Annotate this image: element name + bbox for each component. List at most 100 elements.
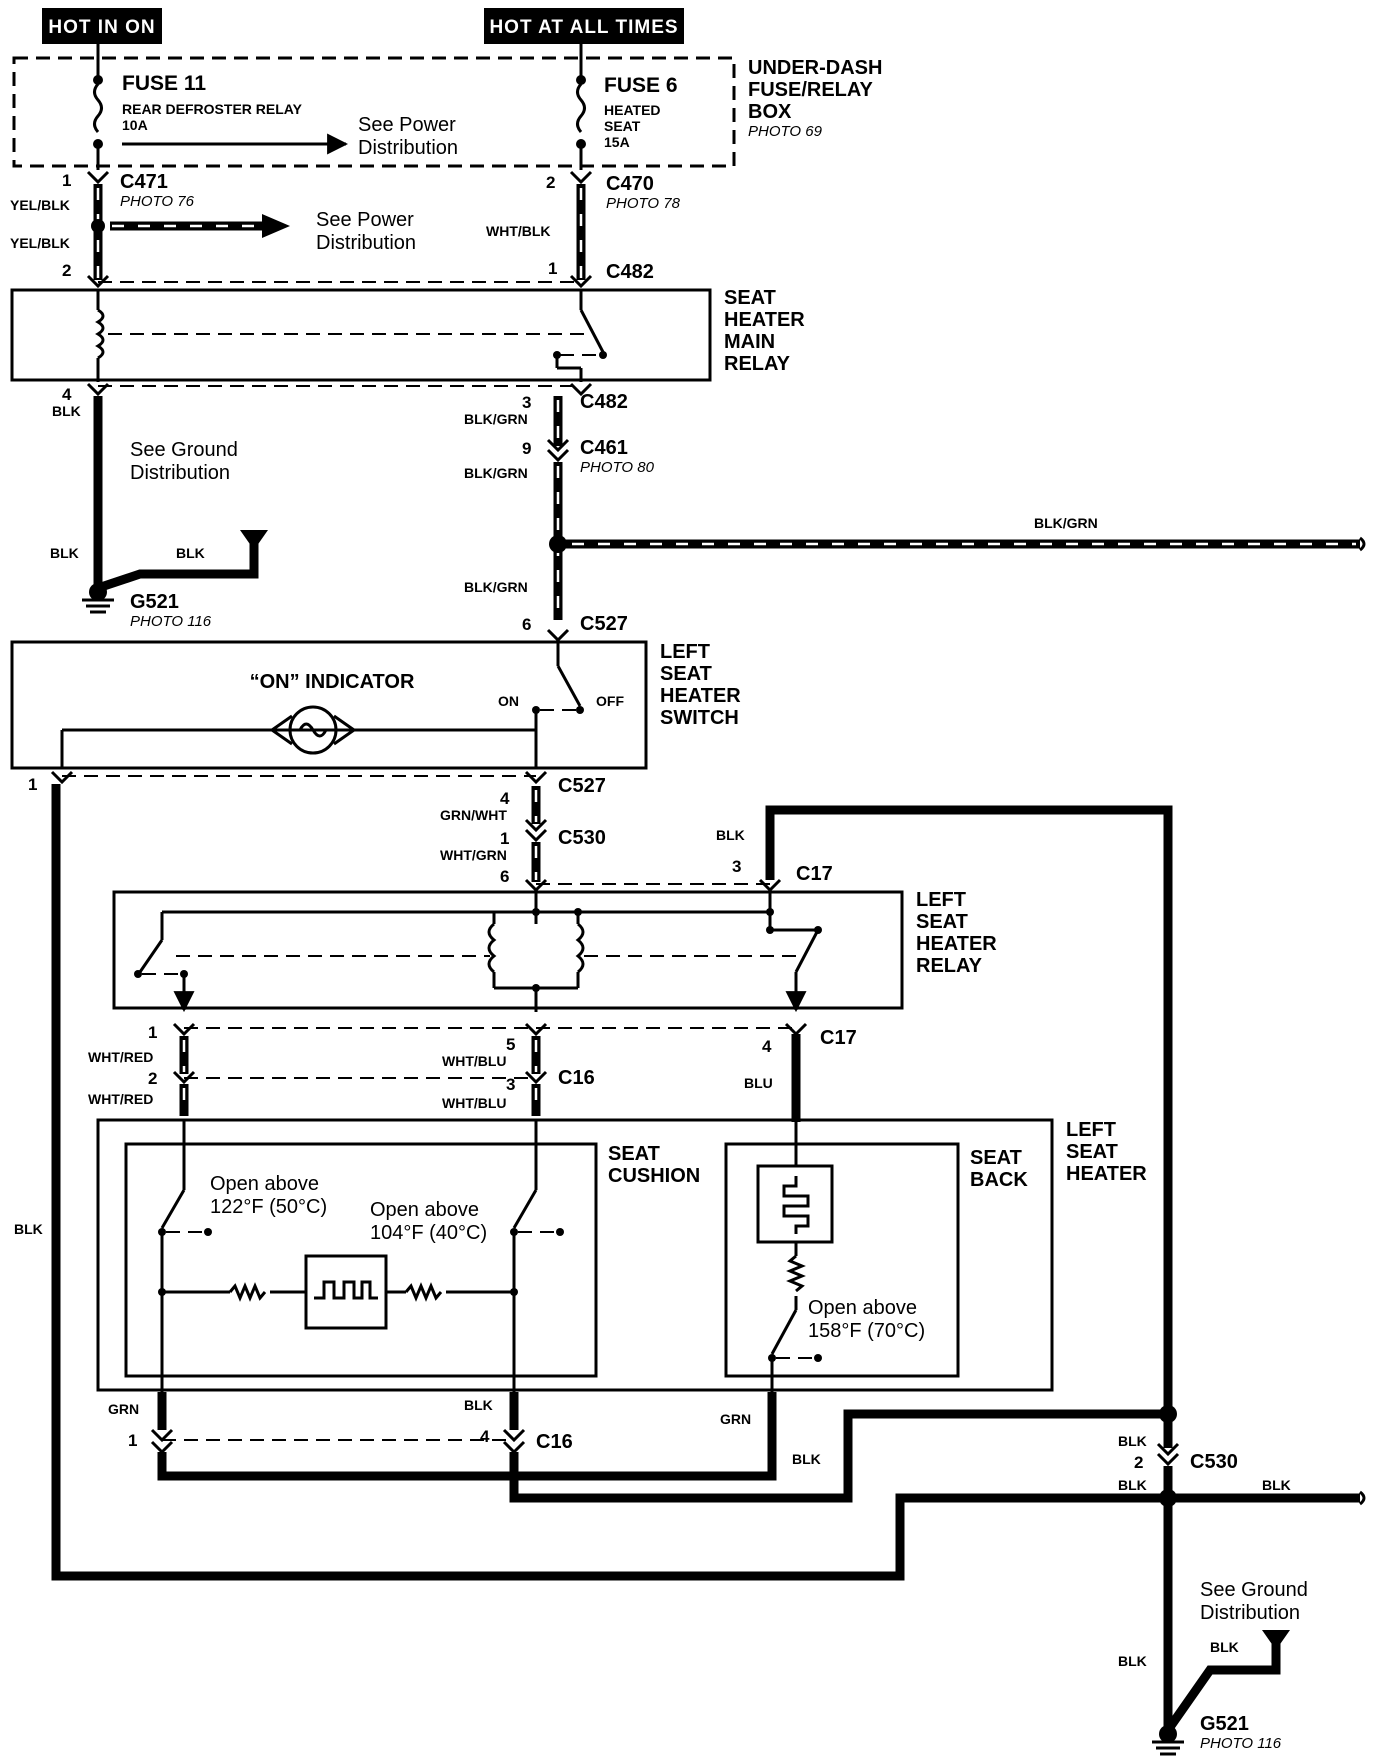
seat-cushion-label-1: SEAT: [608, 1143, 660, 1165]
fuse-11-title: FUSE 11: [122, 72, 206, 95]
c470-connector: [569, 170, 593, 185]
heater-relay-contact-left: [138, 939, 164, 973]
fuse-box-name-1: UNDER-DASH: [748, 57, 882, 79]
heater-relay-coil-right: [575, 922, 585, 974]
c16-pin-2: 2: [148, 1069, 157, 1088]
open-above-158-line-2: 158°F (70°C): [808, 1320, 925, 1342]
hot-in-on-label: HOT IN ON: [48, 17, 155, 38]
switch-on-label: ON: [498, 693, 519, 709]
heater-relay-label-4: RELAY: [916, 955, 983, 977]
fuse-box-name-2: FUSE/RELAY: [748, 79, 874, 101]
cushion-thermostat-122: [160, 1189, 186, 1229]
open-above-158-line-1: Open above: [808, 1297, 917, 1319]
wire-label-wht-blu-2: WHT/BLU: [442, 1095, 507, 1111]
c17-top-left: [524, 878, 548, 893]
relay-out-pin-1: 1: [148, 1023, 157, 1042]
header-hot-in-on: HOT IN ON: [42, 8, 162, 44]
seat-heater-label-2: SEAT: [1066, 1141, 1118, 1163]
c461-connector: [546, 438, 570, 463]
wire-label-grn-wht: GRN/WHT: [440, 807, 507, 823]
heater-relay-pin-6: 6: [500, 867, 509, 886]
fuse-box-photo: PHOTO 69: [748, 123, 823, 140]
wire-label-blk-cushion: BLK: [464, 1397, 493, 1413]
wire-label-blk-ground-2: BLK: [50, 545, 79, 561]
main-relay-coil: [95, 308, 105, 360]
wire-label-blk-ground-3: BLK: [176, 545, 205, 561]
heater-relay-label-3: HEATER: [916, 933, 997, 955]
seat-heater-label-3: HEATER: [1066, 1163, 1147, 1185]
relay-out-pin-5: 5: [506, 1035, 515, 1054]
c16-mid-middle: [524, 1070, 548, 1085]
c471-photo: PHOTO 76: [120, 193, 195, 210]
fuse-see-power-1: See Power: [358, 114, 456, 136]
open-above-104-line-2: 104°F (40°C): [370, 1222, 487, 1244]
grn-back-ground-wire: [157, 1392, 777, 1481]
wire-label-blk-c530-2: BLK: [1118, 1477, 1147, 1493]
wire-label-blk-grn-1: BLK/GRN: [464, 411, 528, 427]
c482-bottom-label: C482: [580, 391, 628, 413]
c482-top-label: C482: [606, 261, 654, 283]
c471-label: C471: [120, 171, 168, 193]
main-relay-label-2: HEATER: [724, 309, 805, 331]
c16-top-middle: [524, 1022, 548, 1037]
switch-label-3: HEATER: [660, 685, 741, 707]
wire-label-grn-1: GRN: [108, 1401, 139, 1417]
ground-bottom-branch-arrow: [1262, 1630, 1290, 1650]
seat-back-label-2: BACK: [970, 1169, 1028, 1191]
wire-label-yel-blk-2: YEL/BLK: [10, 235, 70, 251]
fuse-6-title: FUSE 6: [604, 74, 678, 97]
c16-pin-4: 4: [480, 1427, 490, 1446]
under-dash-fuse-box: [12, 56, 736, 168]
c16-top-label: C16: [558, 1067, 595, 1089]
on-indicator-label: “ON” INDICATOR: [250, 671, 415, 693]
c482-bottom-right: [569, 382, 593, 397]
fuse-11-amp: 10A: [122, 117, 148, 133]
g521-top-photo: PHOTO 116: [130, 613, 212, 630]
wire-label-blk-ground-bottom-1: BLK: [1118, 1653, 1147, 1669]
heater-relay-contact-right: [794, 929, 820, 973]
seat-cushion-label-2: CUSHION: [608, 1165, 700, 1187]
wire-label-wht-red-2: WHT/RED: [88, 1091, 153, 1107]
wire-label-blk-c17: BLK: [716, 827, 745, 843]
wire-label-blk-grn-2: BLK/GRN: [464, 465, 528, 481]
c16-mid-left: [172, 1070, 196, 1085]
wire-label-blk-ground-1: BLK: [52, 403, 81, 419]
open-above-122-line-1: Open above: [210, 1173, 319, 1195]
c530-top-connector: [524, 818, 548, 843]
left-seat-heater-relay: [112, 890, 904, 1010]
g521-top-label: G521: [130, 591, 179, 613]
back-thermostat-158: [770, 1309, 798, 1355]
c461-pin-9: 9: [522, 439, 531, 458]
blk-ground-branch: [96, 540, 259, 593]
switch-contact: [556, 665, 582, 707]
wire-label-yel-blk-1: YEL/BLK: [10, 197, 70, 213]
c470-photo: PHOTO 78: [606, 195, 681, 212]
c16-bottom-label: C16: [536, 1431, 573, 1453]
main-relay-pin-4: 4: [62, 385, 72, 404]
c17-top-label: C17: [796, 863, 833, 885]
cushion-thermostat-104: [512, 1189, 538, 1229]
wire-label-grn-2: GRN: [720, 1411, 751, 1427]
c16-top-left: [172, 1022, 196, 1037]
c530-top-label: C530: [558, 827, 606, 849]
main-relay-label-1: SEAT: [724, 287, 776, 309]
header-hot-at-all-times: HOT AT ALL TIMES: [484, 8, 684, 44]
c470-label: C470: [606, 173, 654, 195]
wire-label-wht-blu-1: WHT/BLU: [442, 1053, 507, 1069]
c527-pin-6: 6: [522, 615, 531, 634]
ground-branch-arrow: [240, 530, 268, 550]
c471-pin-1: 1: [62, 171, 71, 190]
c527-top-label: C527: [580, 613, 628, 635]
hot-at-all-times-label: HOT AT ALL TIMES: [489, 17, 678, 38]
c470-pin-2: 2: [546, 173, 555, 192]
fuse-6-desc-1: HEATED: [604, 102, 661, 118]
g521-bottom-label: G521: [1200, 1713, 1249, 1735]
seat-cushion: [124, 1142, 598, 1378]
on-indicator-lamp-icon: [271, 705, 355, 755]
fuse-11-desc: REAR DEFROSTER RELAY: [122, 101, 303, 117]
wire-label-blk-left: BLK: [14, 1221, 43, 1237]
wire-label-blu: BLU: [744, 1075, 773, 1091]
c461-label: C461: [580, 437, 628, 459]
